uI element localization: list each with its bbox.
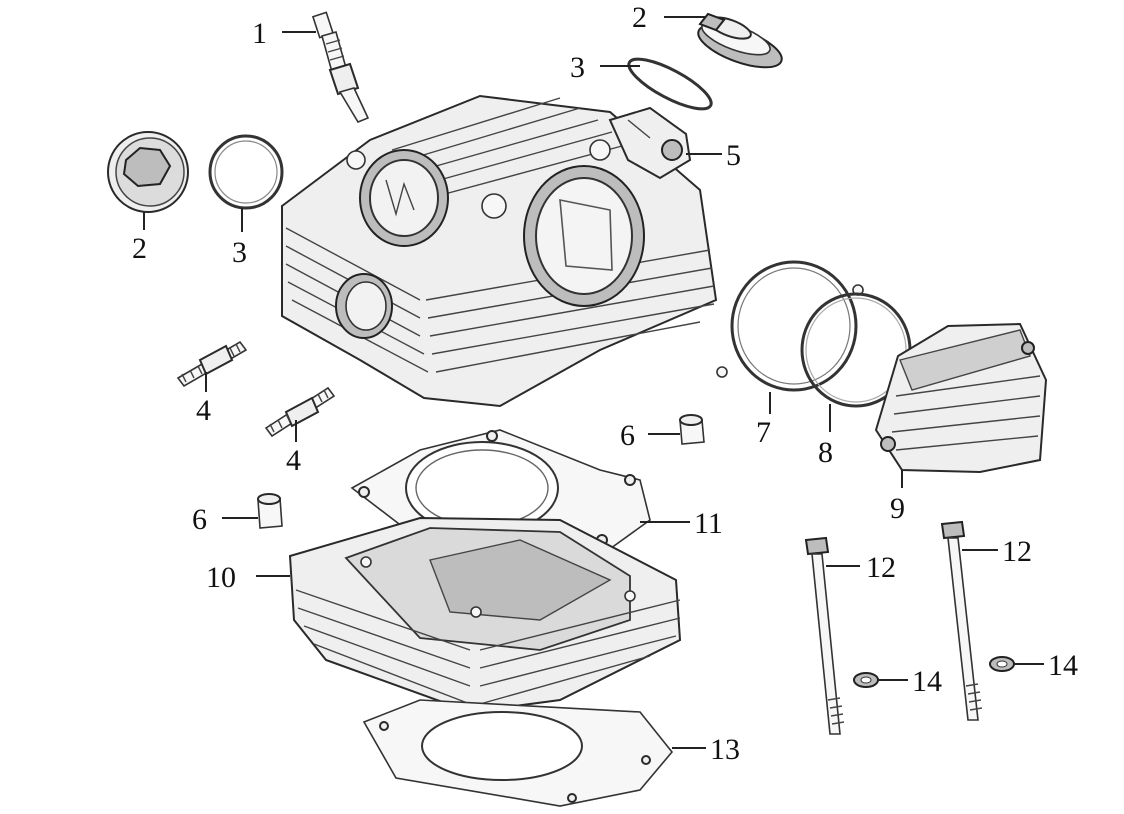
stud-lower: [264, 386, 336, 438]
cover-cap-top: [697, 12, 783, 69]
washer-left: [853, 672, 879, 688]
callout-1: 1: [252, 17, 267, 50]
callout-4a: 4: [196, 394, 211, 427]
callout-6a: 6: [620, 419, 635, 452]
washer-right: [989, 656, 1015, 672]
dowel-pin-upper: [679, 414, 705, 445]
callout-12a: 12: [866, 551, 896, 584]
side-cover-gasket: [716, 260, 864, 392]
callout-4b: 4: [286, 444, 301, 477]
long-bolt-left: [804, 536, 845, 735]
long-bolt-right: [940, 520, 983, 721]
callout-12b: 12: [1002, 535, 1032, 568]
dowel-pin-lower: [257, 493, 283, 529]
callout-2a: 2: [632, 1, 647, 34]
callout-10: 10: [206, 561, 236, 594]
spark-plug: [311, 11, 370, 123]
callout-5: 5: [726, 139, 741, 172]
o-ring-left: [208, 134, 284, 210]
callout-2b: 2: [132, 232, 147, 265]
callout-3a: 3: [570, 51, 585, 84]
cylinder-block: [288, 516, 682, 714]
callout-9: 9: [890, 492, 905, 525]
side-cover: [874, 322, 1048, 474]
callout-labels: 1 2 3 5 2 3 4 4 6 7 8 9 6 11 10 12 12 14…: [132, 1, 1078, 766]
callout-14a: 14: [912, 665, 942, 698]
stud-upper: [176, 340, 248, 388]
callout-6b: 6: [192, 503, 207, 536]
callout-11: 11: [694, 507, 723, 540]
base-gasket: [362, 699, 674, 807]
bracket-part: [608, 106, 692, 180]
callout-7: 7: [756, 416, 771, 449]
o-ring-top: [627, 57, 713, 111]
callout-3b: 3: [232, 236, 247, 269]
plug-cap-left: [107, 131, 189, 213]
callout-8: 8: [818, 436, 833, 469]
callout-13: 13: [710, 733, 740, 766]
leader-lines: [143, 16, 1044, 749]
cylinder-head: [281, 94, 718, 408]
callout-14b: 14: [1048, 649, 1078, 682]
